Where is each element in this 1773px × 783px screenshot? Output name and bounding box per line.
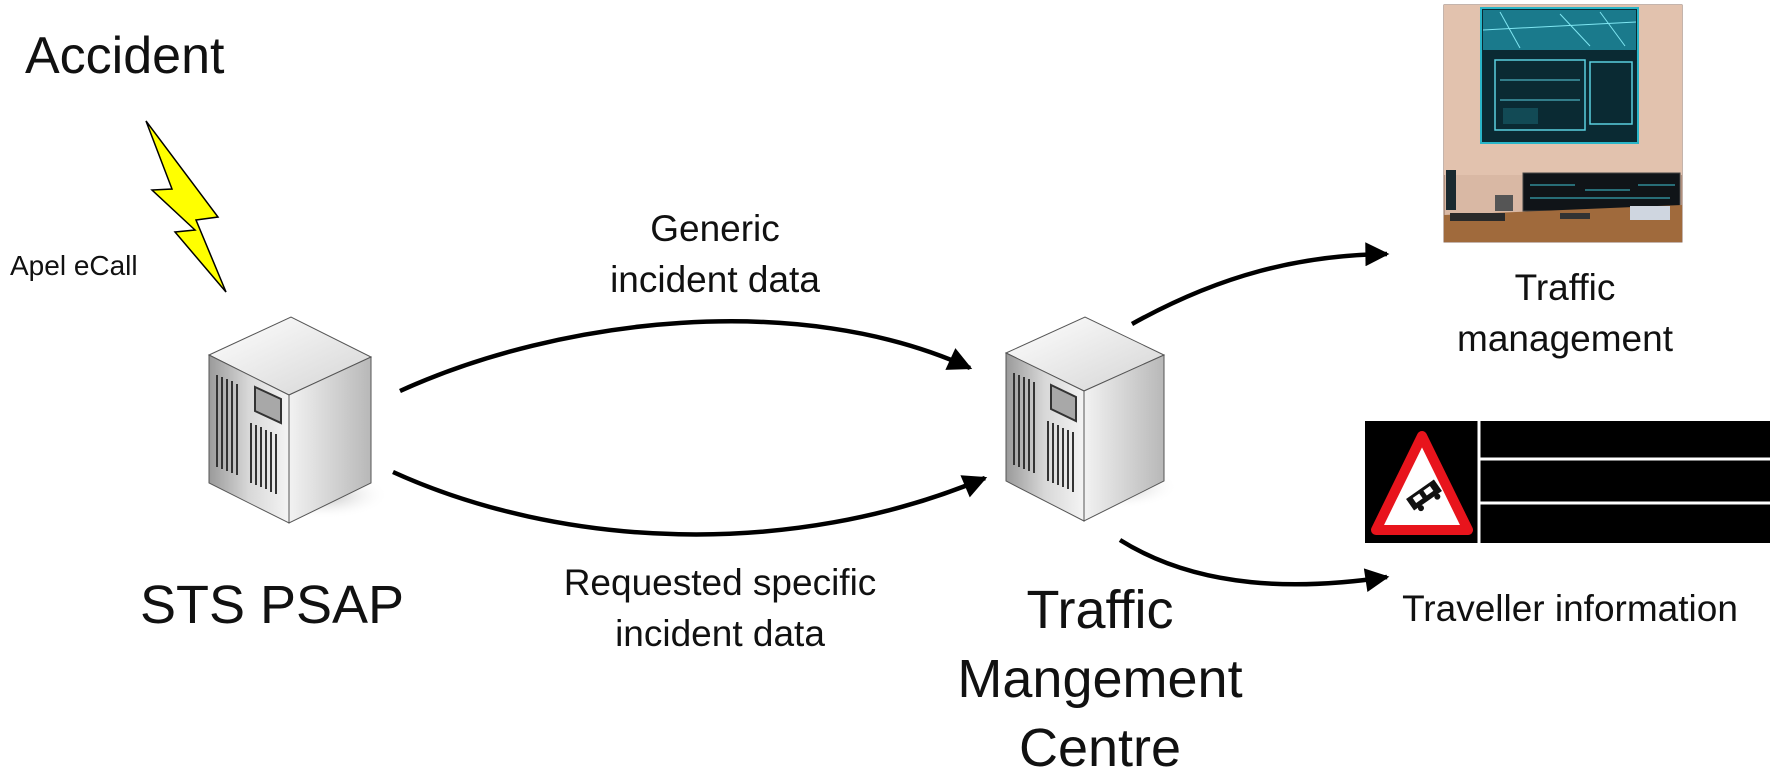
arrow-to-traffic-management xyxy=(1130,242,1390,326)
requested-data-label: Requested specific incident data xyxy=(563,562,877,654)
generic-data-label: Generic incident data xyxy=(610,208,820,300)
warning-triangle-icon xyxy=(1371,431,1473,535)
arrow-to-traveller-info xyxy=(1118,538,1390,593)
server-icon xyxy=(1004,316,1178,522)
arrow-generic-data xyxy=(399,319,973,394)
accident-label: Accident xyxy=(25,27,225,85)
server-icon xyxy=(207,316,389,524)
arrow-requested-data xyxy=(392,469,988,537)
diagram-canvas xyxy=(145,4,1770,593)
apel-ecall-label: Apel eCall xyxy=(10,250,138,281)
traffic-management-label: Traffic management xyxy=(1457,267,1673,359)
variable-message-sign xyxy=(1365,421,1770,543)
traveller-information-label: Traveller information xyxy=(1402,588,1738,629)
control-room-photo xyxy=(1443,4,1683,243)
lightning-icon xyxy=(145,120,227,293)
crashed-car-icon xyxy=(1406,479,1442,512)
sts-psap-label: STS PSAP xyxy=(139,575,405,635)
tmc-label: Traffic Mangement Centre xyxy=(957,580,1243,778)
